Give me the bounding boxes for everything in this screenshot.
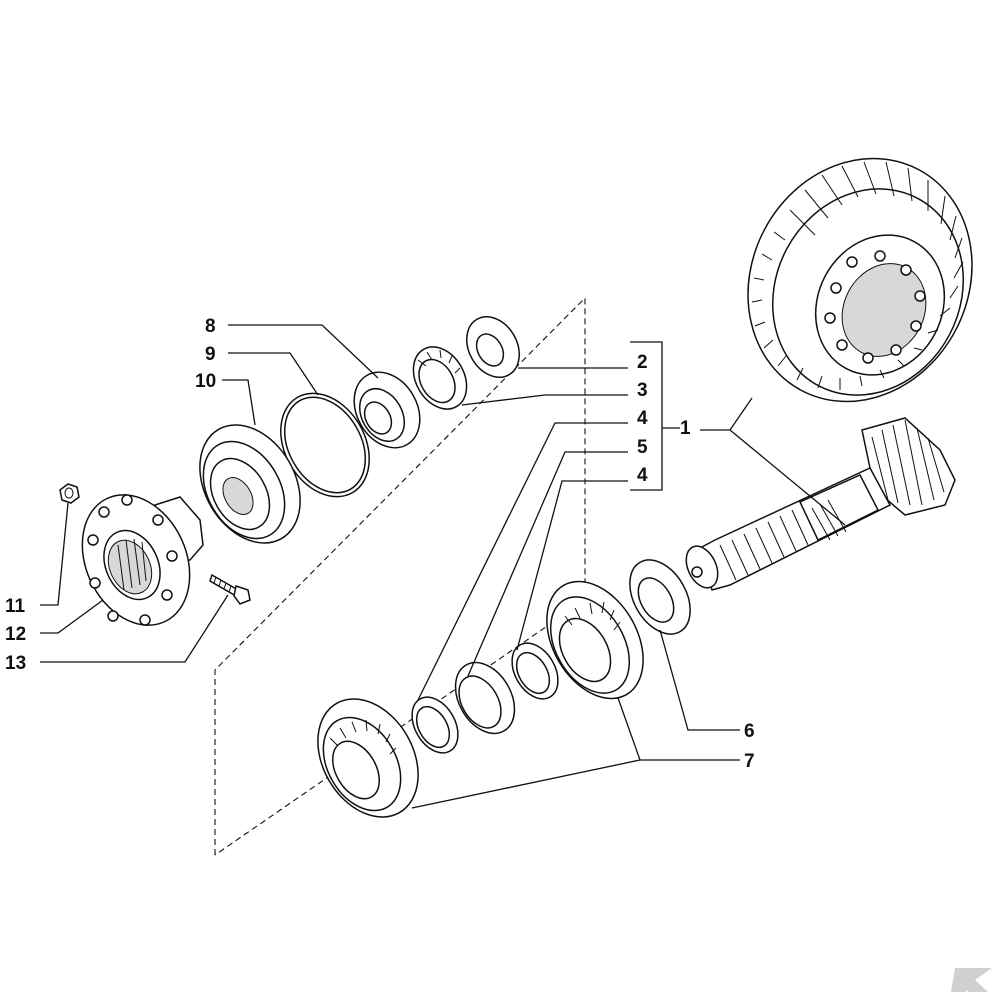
shim-washer — [466, 316, 520, 378]
flange-splines — [117, 538, 147, 591]
flange-bolt-holes — [87, 494, 178, 626]
callout-11: 11 — [5, 596, 26, 617]
hex-bolt — [209, 573, 251, 605]
taper-bearing-inner — [546, 580, 644, 700]
pilot-bearing — [353, 371, 421, 449]
pinion-shaft-splines — [719, 499, 847, 581]
callout-labels: 1 2 3 4 5 4 6 7 8 9 10 11 12 13 — [5, 316, 755, 772]
callout-5: 5 — [637, 437, 648, 458]
callout-4-upper: 4 — [637, 408, 648, 429]
drive-flange — [81, 494, 204, 626]
crown-wheel-bolt-holes — [824, 250, 926, 364]
callout-7: 7 — [744, 751, 755, 772]
callout-6: 6 — [744, 721, 755, 742]
crown-wheel — [747, 157, 973, 403]
callout-12: 12 — [5, 624, 26, 645]
crown-wheel-teeth — [751, 161, 964, 390]
callout-9: 9 — [205, 344, 216, 365]
seal-cover — [199, 424, 301, 544]
taper-bearing-outer — [317, 698, 419, 818]
brand-logo-icon — [951, 968, 992, 992]
hex-nut — [59, 483, 80, 504]
ring-nut — [412, 346, 468, 410]
callout-4-lower: 4 — [637, 465, 648, 486]
callout-1: 1 — [680, 418, 691, 439]
callout-10: 10 — [195, 371, 216, 392]
o-ring — [280, 392, 370, 498]
thrust-washer — [629, 559, 691, 635]
callout-13: 13 — [5, 653, 26, 674]
leader-lines — [40, 324, 846, 809]
pinion-shaft — [685, 417, 956, 591]
spacer-ring-lower — [411, 696, 459, 754]
spacer-ring-upper — [511, 642, 559, 700]
callout-2: 2 — [637, 352, 648, 373]
callout-8: 8 — [205, 316, 216, 337]
callout-3: 3 — [637, 380, 648, 401]
collar-ring — [454, 661, 516, 735]
